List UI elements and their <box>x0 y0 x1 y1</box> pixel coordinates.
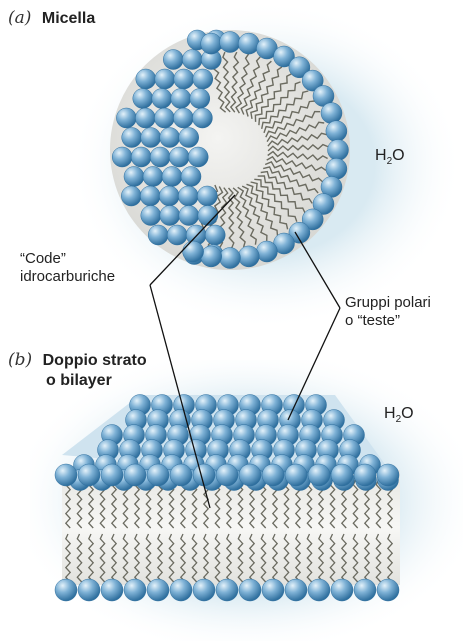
micelle-head <box>143 167 163 187</box>
micelle-head <box>160 206 180 226</box>
micelle-head <box>150 147 170 167</box>
bilayer-bottom-head <box>377 579 399 601</box>
water-label-micelle: H2O <box>375 147 405 171</box>
micelle-head <box>131 147 151 167</box>
micelle-head <box>328 140 349 161</box>
bilayer-top-head <box>262 464 284 486</box>
panel-a-title: Micella <box>42 10 95 27</box>
micelle-head <box>181 167 201 187</box>
bilayer-bottom-head <box>170 579 192 601</box>
micelle-head <box>154 108 174 128</box>
bilayer-bottom-heads <box>55 579 399 601</box>
micelle-head <box>321 103 342 124</box>
micelle-head <box>135 108 155 128</box>
micelle-head <box>163 50 183 70</box>
heads-label: Gruppi polari o “teste” <box>345 294 431 330</box>
panel-b-title-line2: o bilayer <box>46 372 147 390</box>
bilayer-bottom-head <box>101 579 123 601</box>
micelle-head <box>238 246 259 267</box>
micelle-head <box>220 248 241 269</box>
bilayer-bottom-head <box>147 579 169 601</box>
bilayer-bottom-head <box>331 579 353 601</box>
bilayer-top-head <box>239 464 261 486</box>
tails-label: “Code” idrocarburiche <box>20 250 115 286</box>
micelle-head <box>201 246 222 267</box>
micelle-head <box>141 206 161 226</box>
bilayer-bottom-head <box>285 579 307 601</box>
tails-label-line2: idrocarburiche <box>20 268 115 286</box>
bilayer-top-head <box>124 464 146 486</box>
micelle-head <box>192 108 212 128</box>
micelle-head <box>193 69 213 89</box>
bilayer-top-head <box>331 464 353 486</box>
bilayer-bottom-head <box>193 579 215 601</box>
panel-b-heading: (b) Doppio strato o bilayer <box>8 350 147 390</box>
micelle-head <box>133 89 153 109</box>
micelle-head <box>201 33 222 54</box>
micelle-head <box>171 89 191 109</box>
micelle-head <box>148 225 168 245</box>
panel-a-heading: (a) Micella <box>8 8 95 28</box>
bilayer-top-head <box>170 464 192 486</box>
bilayer-bottom-head <box>124 579 146 601</box>
micelle-head <box>121 186 141 206</box>
micelle-head <box>136 69 156 89</box>
micelle-head <box>159 186 179 206</box>
bilayer-top-head <box>193 464 215 486</box>
micelle-head <box>173 108 193 128</box>
bilayer-bottom-head <box>239 579 261 601</box>
bilayer-top-head <box>285 464 307 486</box>
micelle-head <box>155 69 175 89</box>
micelle <box>110 30 350 270</box>
micelle-head <box>122 128 142 148</box>
panel-a-letter: (a) <box>8 8 31 28</box>
micelle-head <box>326 121 347 142</box>
micelle-head <box>188 147 208 167</box>
micelle-head <box>116 108 136 128</box>
bilayer-bottom-head <box>55 579 77 601</box>
micelle-head <box>140 186 160 206</box>
bilayer-bottom-head <box>216 579 238 601</box>
micelle-head <box>326 158 347 179</box>
heads-label-line1: Gruppi polari <box>345 294 431 312</box>
bilayer-top-head <box>78 464 100 486</box>
bilayer-top-head <box>55 464 77 486</box>
micelle-head <box>112 147 132 167</box>
bilayer-top-head <box>354 464 376 486</box>
bilayer-top-head <box>101 464 123 486</box>
micelle-head <box>183 241 204 262</box>
bilayer <box>55 395 400 602</box>
micelle-head <box>197 186 217 206</box>
micelle-head <box>152 89 172 109</box>
micelle-head <box>167 225 187 245</box>
bilayer-top-head <box>147 464 169 486</box>
bilayer-bottom-head <box>354 579 376 601</box>
micelle-head <box>179 206 199 226</box>
micelle-head <box>178 186 198 206</box>
micelle-head <box>220 32 241 53</box>
micelle-head <box>174 69 194 89</box>
bilayer-top-head <box>308 464 330 486</box>
micelle-head <box>256 241 277 262</box>
panel-b-letter: (b) <box>8 350 32 370</box>
bilayer-bottom-head <box>262 579 284 601</box>
micelle-head <box>124 167 144 187</box>
bilayer-top-head <box>377 464 399 486</box>
micelle-head <box>179 128 199 148</box>
micelle-head <box>160 128 180 148</box>
micelle-head <box>238 33 259 54</box>
micelle-head <box>169 147 189 167</box>
water-label-bilayer: H2O <box>384 405 414 429</box>
bilayer-bottom-head <box>78 579 100 601</box>
micelle-head <box>182 50 202 70</box>
micelle-head <box>205 225 225 245</box>
bilayer-top-head <box>216 464 238 486</box>
bilayer-bottom-head <box>308 579 330 601</box>
micelle-head <box>162 167 182 187</box>
panel-b-title-line1: Doppio strato <box>43 352 147 369</box>
micelle-head <box>141 128 161 148</box>
micelle-head <box>190 89 210 109</box>
heads-label-line2: o “teste” <box>345 312 431 330</box>
tails-label-line1: “Code” <box>20 250 115 268</box>
